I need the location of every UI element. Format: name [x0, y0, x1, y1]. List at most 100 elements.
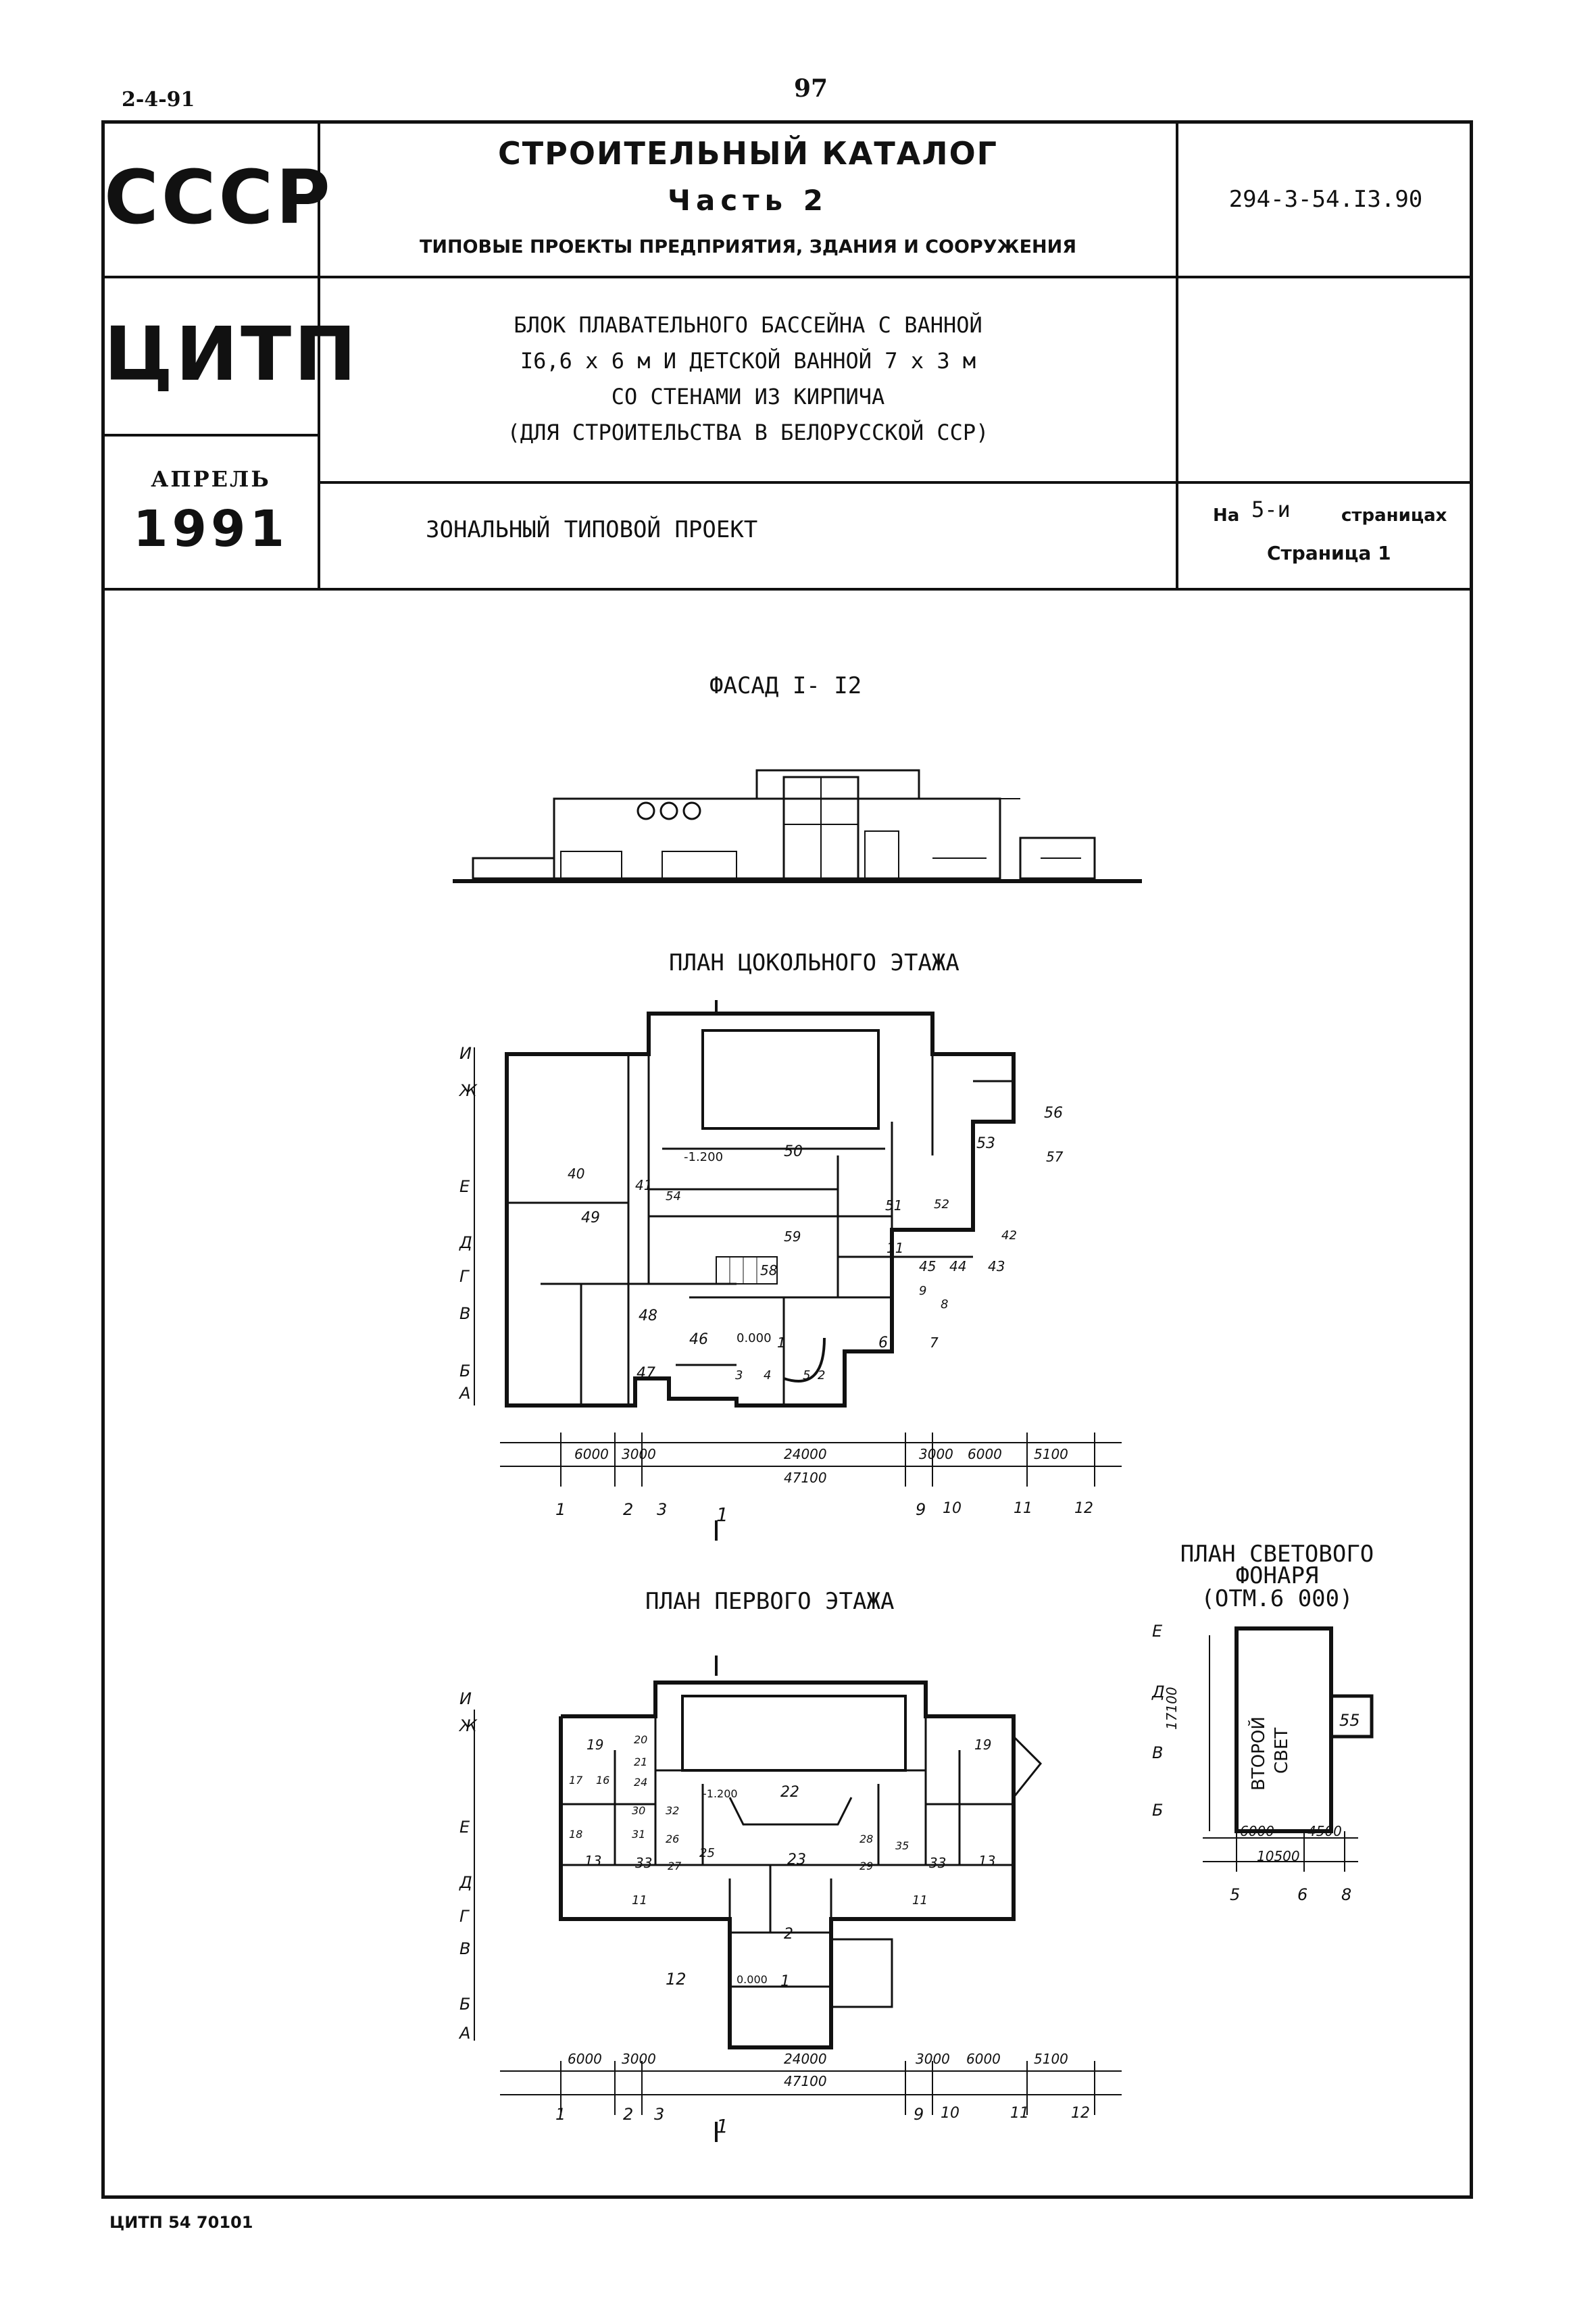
basement-room-6: 6: [878, 1335, 888, 1351]
first-room-11a: 11: [632, 1893, 647, 1908]
first-room-17: 17: [569, 1774, 583, 1787]
header-ussr: СССР: [104, 154, 333, 241]
basement-axis-Г: Г: [459, 1267, 469, 1286]
header-year: 1991: [133, 500, 289, 558]
first-room-23: 23: [787, 1851, 806, 1868]
basement-room-3: 3: [735, 1368, 743, 1383]
skylight-col-8: 8: [1341, 1885, 1352, 1904]
basement-room-59: 59: [784, 1228, 801, 1245]
document-code: 294-3-54.I3.90: [1228, 186, 1423, 213]
header-row-line-2: [101, 434, 320, 437]
header-row-line-3: [318, 481, 1473, 484]
basement-dim-3000b: 3000: [919, 1446, 953, 1462]
first-col-11: 11: [1010, 2105, 1029, 2122]
header-month: АПРЕЛЬ: [151, 466, 271, 492]
first-floor-plan-title: ПЛАН ПЕРВОГО ЭТАЖА: [645, 1588, 895, 1615]
first-room-18: 18: [569, 1828, 583, 1841]
basement-room-2: 2: [818, 1368, 826, 1383]
top-left-code: 2-4-91: [122, 88, 195, 111]
first-room-30: 30: [632, 1804, 646, 1817]
skylight-title-1: ПЛАН СВЕТОВОГО: [1180, 1541, 1374, 1568]
basement-axis-Е: Е: [459, 1177, 470, 1196]
basement-room-54: 54: [666, 1189, 681, 1203]
first-entrance-mark: 0.000: [737, 1973, 768, 1986]
first-col-2: 2: [623, 2105, 634, 2124]
first-dim-3000b: 3000: [916, 2051, 950, 2067]
basement-room-9: 9: [919, 1284, 927, 1298]
basement-room-4: 4: [764, 1368, 772, 1383]
basement-col-2: 2: [623, 1500, 634, 1519]
basement-section-mark: 1: [716, 1503, 728, 1526]
header-col-line-1: [318, 120, 320, 589]
basement-col-3: 3: [657, 1500, 668, 1519]
basement-axis-В: В: [459, 1304, 471, 1323]
basement-axis-Ж: Ж: [459, 1081, 477, 1100]
first-room-21: 21: [634, 1756, 648, 1768]
first-dim-6000: 6000: [568, 2051, 602, 2067]
basement-axis-Б: Б: [459, 1362, 471, 1380]
skylight-row-Б: Б: [1152, 1801, 1164, 1820]
project-line-1: БЛОК ПЛАВАТЕЛЬНОГО БАССЕЙНА С ВАННОЙ: [514, 312, 982, 338]
first-room-20: 20: [634, 1733, 648, 1746]
first-floor-plan-drawing: [474, 1656, 1122, 2142]
catalog-subtitle: ТИПОВЫЕ ПРОЕКТЫ ПРЕДПРИЯТИЯ, ЗДАНИЯ И СО…: [419, 237, 1077, 257]
skylight-dim-total: 10500: [1257, 1848, 1300, 1864]
first-room-13a: 13: [584, 1853, 602, 1869]
first-axis-Г: Г: [459, 1907, 469, 1926]
page-number: 97: [794, 74, 828, 103]
basement-room-41: 41: [635, 1177, 653, 1193]
basement-col-10: 10: [943, 1500, 962, 1517]
basement-room-57: 57: [1046, 1149, 1064, 1165]
skylight-title-2: ФОНАРЯ: [1235, 1562, 1319, 1589]
skylight-dim-6000: 6000: [1240, 1823, 1274, 1839]
basement-axis-И: И: [459, 1044, 472, 1063]
first-room-19a: 19: [587, 1737, 604, 1753]
first-axis-Е: Е: [459, 1818, 470, 1837]
first-room-24: 24: [634, 1776, 648, 1789]
basement-plan-drawing: [474, 1000, 1122, 1541]
first-axis-Ж: Ж: [459, 1716, 477, 1735]
first-dim-total: 47100: [784, 2073, 827, 2089]
basement-room-5: 5: [803, 1368, 811, 1383]
project-line-4: (ДЛЯ СТРОИТЕЛЬСТВА В БЕЛОРУССКОЙ ССР): [507, 420, 989, 445]
catalog-title: СТРОИТЕЛЬНЫЙ КАТАЛОГ: [498, 135, 998, 172]
first-room-32: 32: [666, 1804, 680, 1817]
basement-entrance-mark: 0.000: [737, 1331, 772, 1345]
basement-col-11: 11: [1014, 1500, 1032, 1517]
skylight-label-1: ВТОРОЙ: [1249, 1716, 1269, 1791]
basement-elevation-mark: -1.200: [684, 1150, 724, 1164]
first-col-3: 3: [654, 2105, 665, 2124]
project-line-3: СО СТЕНАМИ ИЗ КИРПИЧА: [611, 384, 885, 409]
basement-room-56: 56: [1044, 1105, 1063, 1122]
page-frame: [101, 120, 1473, 2199]
basement-room-53: 53: [976, 1135, 995, 1152]
page-label: Страница 1: [1267, 542, 1391, 564]
header-row-line-1: [101, 276, 1473, 278]
first-dim-6000b: 6000: [966, 2051, 1001, 2067]
first-col-9: 9: [914, 2105, 924, 2124]
basement-col-12: 12: [1074, 1500, 1093, 1517]
first-col-1: 1: [555, 2105, 566, 2124]
first-room-2: 2: [784, 1926, 793, 1943]
header-citp: ЦИТП: [104, 311, 359, 397]
basement-room-50: 50: [784, 1143, 803, 1160]
basement-room-46: 46: [689, 1331, 708, 1348]
header-bottom-line: [101, 588, 1473, 591]
first-dim-5100: 5100: [1034, 2051, 1068, 2067]
first-room-28: 28: [859, 1833, 874, 1845]
first-axis-Д: Д: [459, 1873, 472, 1892]
catalog-part: Часть 2: [668, 184, 828, 217]
basement-room-40: 40: [568, 1166, 585, 1182]
first-room-26: 26: [666, 1833, 680, 1845]
first-axis-А: А: [459, 2024, 471, 2043]
pages-prefix: На: [1213, 505, 1240, 526]
first-col-12: 12: [1071, 2105, 1090, 2122]
basement-room-8: 8: [941, 1297, 949, 1312]
basement-dim-6000: 6000: [574, 1446, 609, 1462]
skylight-col-5: 5: [1230, 1885, 1241, 1904]
first-room-29: 29: [859, 1860, 874, 1872]
project-line-2: I6,6 x 6 м И ДЕТСКОЙ ВАННОЙ 7 x 3 м: [520, 348, 976, 374]
zonal-project: ЗОНАЛЬНЫЙ ТИПОВОЙ ПРОЕКТ: [426, 516, 758, 543]
basement-room-51: 51: [885, 1197, 903, 1214]
basement-dim-3000a: 3000: [622, 1446, 656, 1462]
